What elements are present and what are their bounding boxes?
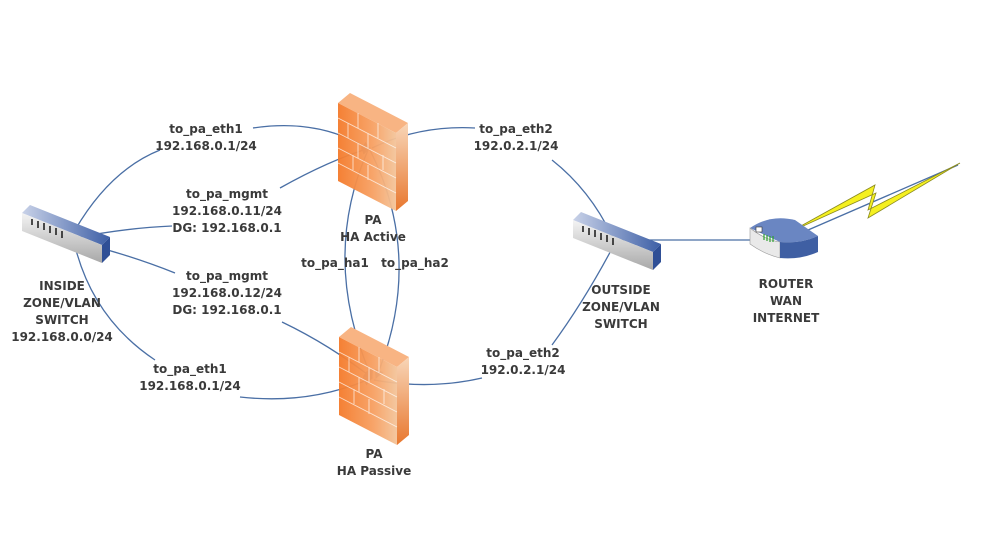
label-line: HA Passive [336,464,412,478]
label-line: PA [364,213,382,227]
label-line: to_pa_eth2 [486,346,560,360]
link-label-ha2: to_pa_ha2 [381,255,449,272]
pa-active-label: PA HA Active [340,212,406,246]
link-passive-eth1 [75,249,156,361]
outside-switch-label: OUTSIDE ZONE/VLAN SWITCH [582,282,660,333]
label-line: 192.0.2.1/24 [480,363,566,377]
label-line: ZONE/VLAN [23,296,101,310]
label-line: to_pa_ha2 [381,256,449,270]
link-passive-eth2-b [551,242,616,346]
label-line: 192.168.0.1/24 [155,139,257,153]
label-line: 192.168.0.12/24 [172,286,282,300]
label-line: DG: 192.168.0.1 [172,221,282,235]
link-label-active-mgmt: to_pa_mgmt 192.168.0.11/24 DG: 192.168.0… [172,186,282,237]
switch-icon [22,205,110,263]
label-line: to_pa_mgmt [185,187,268,201]
label-line: to_pa_eth1 [169,122,243,136]
switch-icon [573,212,661,270]
link-label-passive-eth1: to_pa_eth1 192.168.0.1/24 [139,361,241,395]
router-label: ROUTER WAN INTERNET [753,276,820,327]
label-line: 192.168.0.0/24 [11,330,113,344]
router-icon [749,218,818,259]
firewall-icon [337,93,408,211]
label-line: OUTSIDE [591,283,651,297]
link-label-ha1: to_pa_ha1 [301,255,369,272]
label-line: SWITCH [594,317,648,331]
label-line: ZONE/VLAN [582,300,660,314]
label-line: WAN [769,294,803,308]
link-label-passive-mgmt: to_pa_mgmt 192.168.0.12/24 DG: 192.168.0… [172,268,282,319]
label-line: INSIDE [39,279,85,293]
label-line: 192.168.0.1/24 [139,379,241,393]
label-line: HA Active [340,230,406,244]
label-line: to_pa_ha1 [301,256,369,270]
label-line: DG: 192.168.0.1 [172,303,282,317]
label-line: PA [365,447,383,461]
inside-switch-label: INSIDE ZONE/VLAN SWITCH 192.168.0.0/24 [11,278,113,346]
label-line: INTERNET [752,311,820,325]
label-line: SWITCH [35,313,89,327]
link-label-passive-eth2: to_pa_eth2 192.0.2.1/24 [481,345,566,379]
lightning-icon [789,162,961,233]
label-line: 192.0.2.1/24 [473,139,559,153]
label-line: ROUTER [758,277,814,291]
pa-passive-label: PA HA Passive [337,446,411,480]
label-line: to_pa_eth1 [153,362,227,376]
label-line: to_pa_eth2 [479,122,553,136]
link-label-active-eth1: to_pa_eth1 192.168.0.1/24 [155,121,257,155]
link-active-eth1 [74,149,161,231]
label-line: to_pa_mgmt [185,269,268,283]
label-line: 192.168.0.11/24 [172,204,282,218]
link-label-active-eth2: to_pa_eth2 192.0.2.1/24 [474,121,559,155]
firewall-icon [338,327,409,445]
